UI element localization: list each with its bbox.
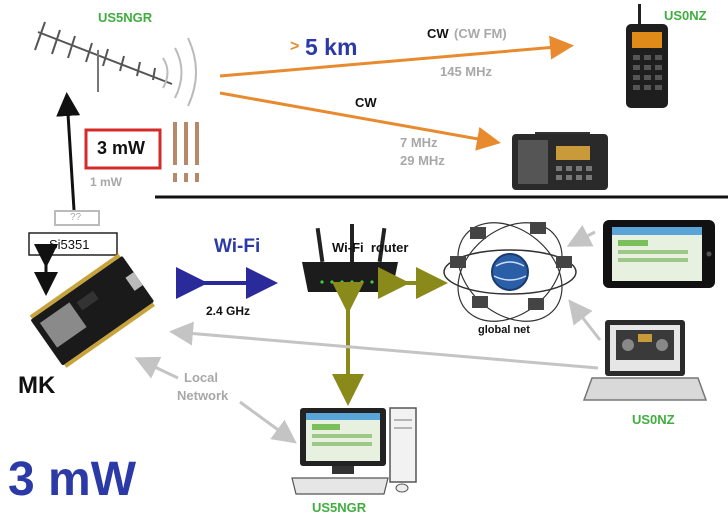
unknown-box-frame	[54, 210, 100, 226]
chip-label: Si5351	[49, 237, 90, 252]
shortwave-receiver-icon	[512, 132, 608, 190]
mcu-board-icon	[29, 253, 155, 368]
wifi-router-icon	[302, 224, 398, 292]
radio-waves-icon	[162, 37, 197, 107]
handheld-radio-icon	[626, 4, 668, 108]
arrow-to-handheld	[219, 35, 574, 78]
callsign-laptop: US0NZ	[632, 412, 675, 427]
yagi-antenna-icon	[34, 21, 173, 92]
arrow-to-antenna	[56, 92, 81, 211]
tablet-icon	[603, 220, 715, 288]
power-small-label: 1 mW	[90, 175, 123, 189]
desktop-computer-icon	[291, 407, 417, 495]
mode-cw-fm: (CW FM)	[454, 26, 507, 41]
power-box-label: 3 mW	[97, 138, 146, 158]
big-power-label: 3 mW	[8, 453, 137, 506]
freq-145: 145 MHz	[440, 64, 493, 79]
arrow-to-receiver	[219, 91, 501, 151]
freq-29: 29 MHz	[400, 153, 445, 168]
distance-label: 5 km	[305, 34, 358, 60]
global-network-icon	[443, 222, 577, 322]
freq-7: 7 MHz	[400, 135, 438, 150]
local-network-label-1: Local	[184, 370, 218, 385]
distance-prefix: >	[290, 38, 300, 55]
callsign-desktop: US5NGR	[312, 500, 367, 515]
wifi-freq-label: 2.4 GHz	[206, 304, 251, 318]
mode-cw-top: CW	[427, 26, 449, 41]
unknown-box-label: ??	[70, 212, 82, 223]
wifi-label: Wi-Fi	[214, 236, 261, 257]
power-box-frame	[84, 128, 162, 170]
router-label: Wi-Fi router	[332, 240, 409, 255]
mcu-label: MK	[18, 372, 56, 399]
local-network-label-2: Network	[177, 388, 229, 403]
laptop-icon	[582, 320, 708, 401]
callsign-top-right: US0NZ	[664, 8, 707, 23]
short-antenna-icon	[173, 122, 199, 182]
mode-cw-mid: CW	[355, 95, 377, 110]
callsign-top-left: US5NGR	[98, 10, 153, 25]
global-net-label: global net	[478, 324, 530, 336]
